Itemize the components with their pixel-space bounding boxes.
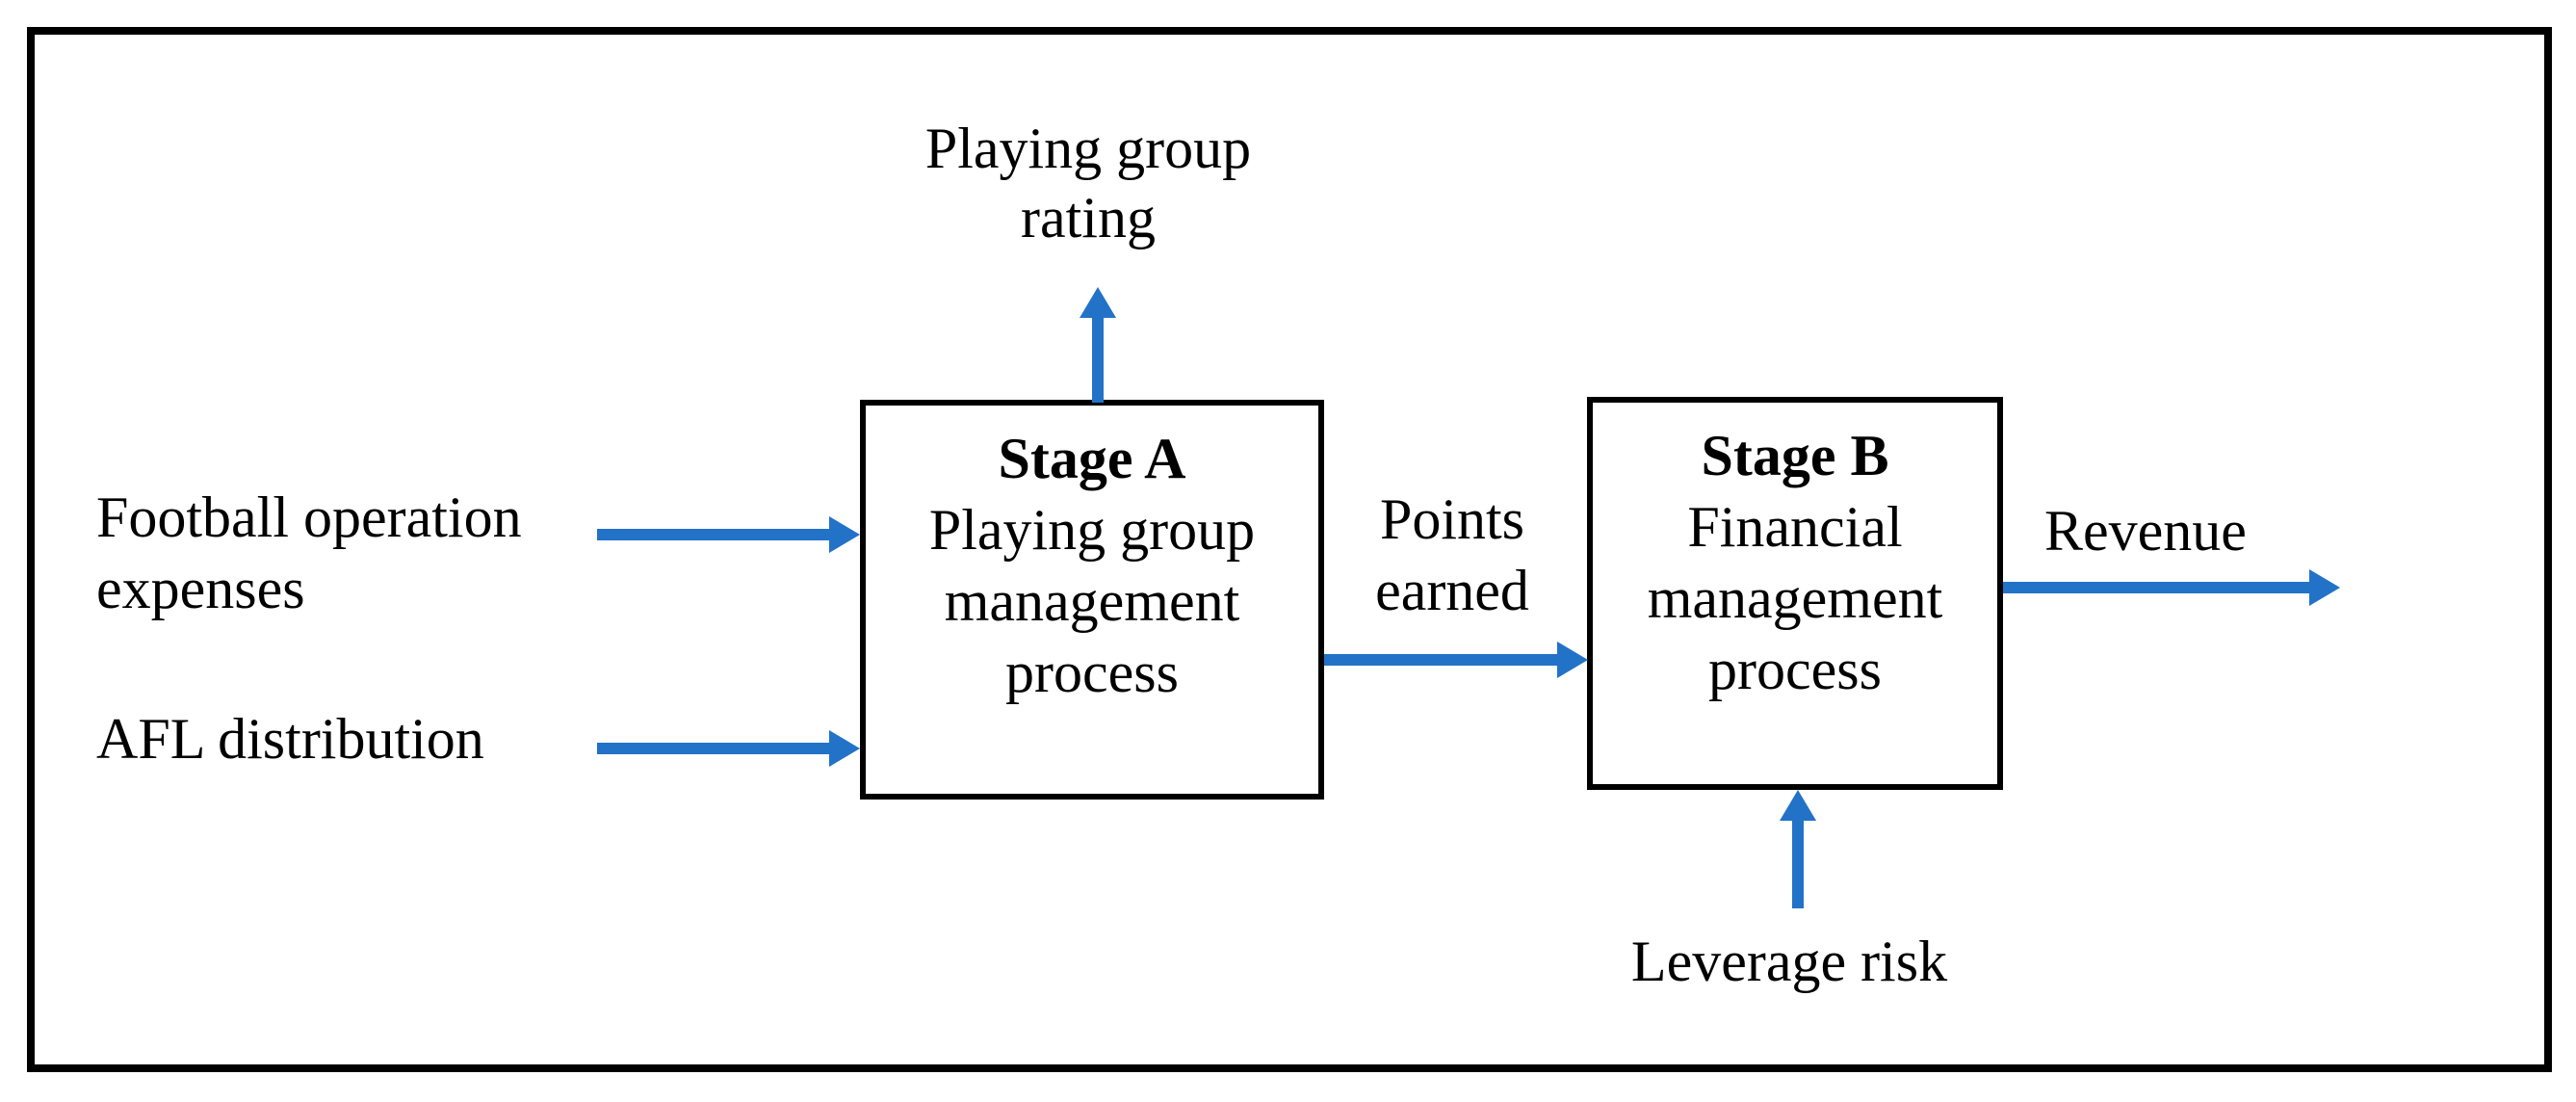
label-playing-group-rating-line1: Playing group <box>924 117 1252 180</box>
stage-b-title: Stage B <box>1701 424 1889 487</box>
playing-group-rating-arrow-shaft <box>1092 318 1104 403</box>
stage-a-line3: process <box>1005 641 1179 704</box>
stage-b-line3: process <box>1708 638 1882 701</box>
stage-a-line2: management <box>944 569 1240 633</box>
leverage-risk-arrowhead-icon <box>1780 790 1816 821</box>
stage-b-line2: management <box>1647 566 1943 630</box>
afl-distribution-arrowhead-icon <box>829 730 860 767</box>
label-playing-group-rating: Playing group rating <box>867 114 1310 252</box>
label-revenue: Revenue <box>2044 499 2247 563</box>
label-football-operation-expenses: Football operation expenses <box>96 482 522 624</box>
label-afl-distribution: AFL distribution <box>96 707 484 771</box>
points-earned-arrow-shaft <box>1324 654 1557 666</box>
leverage-risk-arrow-shaft <box>1792 821 1804 908</box>
label-leverage-risk: Leverage risk <box>1630 930 1948 993</box>
label-football-operation-expenses-line1: Football operation <box>96 485 522 549</box>
label-football-operation-expenses-line2: expenses <box>96 557 305 620</box>
diagram-border <box>27 27 2552 1072</box>
revenue-arrowhead-icon <box>2309 569 2340 606</box>
afl-distribution-arrow-shaft <box>597 743 829 754</box>
label-points-earned-line2: earned <box>1375 559 1529 622</box>
playing-group-rating-arrowhead-icon <box>1080 287 1116 318</box>
revenue-arrow-shaft <box>2003 582 2309 593</box>
stage-b-line1: Financial <box>1687 495 1903 559</box>
stage-a-node: Stage A Playing group management process <box>860 400 1324 800</box>
football-expenses-arrowhead-icon <box>829 516 860 553</box>
points-earned-arrowhead-icon <box>1557 642 1588 678</box>
label-points-earned-line1: Points <box>1379 487 1525 551</box>
football-expenses-arrow-shaft <box>597 529 829 540</box>
stage-a-line1: Playing group <box>928 498 1256 562</box>
stage-a-title: Stage A <box>998 427 1186 490</box>
label-playing-group-rating-line2: rating <box>1021 186 1156 249</box>
label-points-earned: Points earned <box>1346 484 1558 626</box>
stage-b-node: Stage B Financial management process <box>1587 397 2003 790</box>
